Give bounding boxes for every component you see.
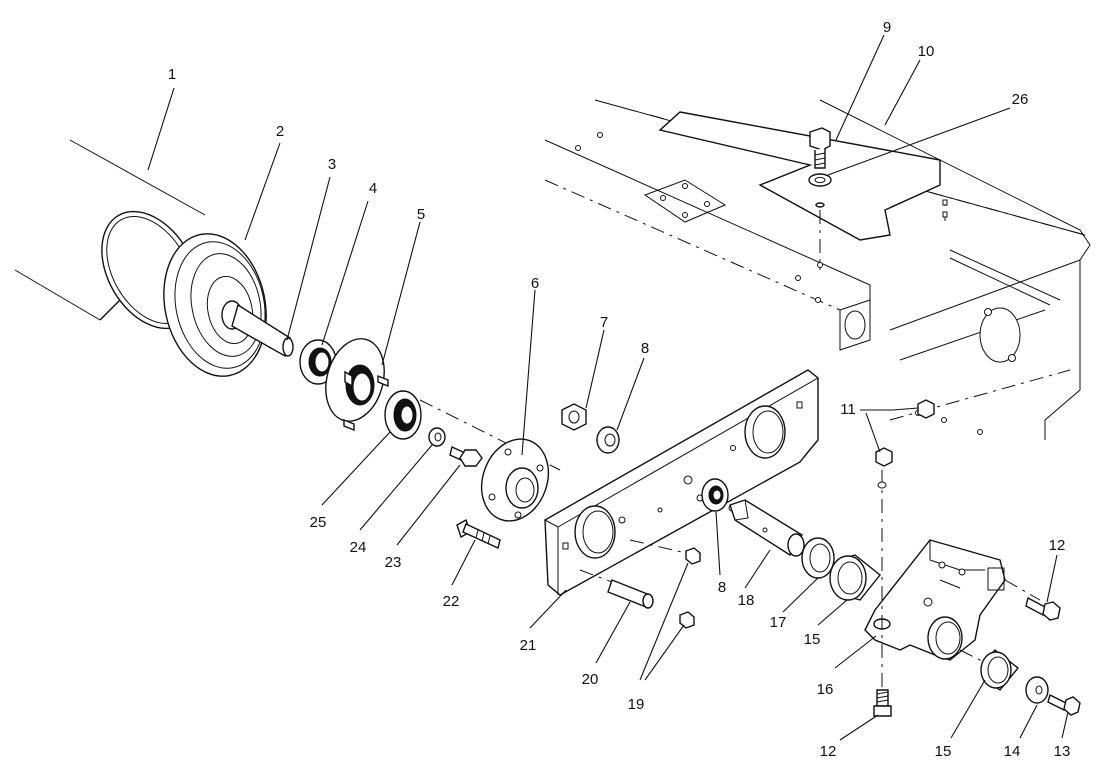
bearing-25 [384, 390, 422, 440]
callout-13: 13 [1054, 743, 1071, 760]
callout-11: 11 [840, 401, 856, 418]
callout-26: 26 [1012, 91, 1029, 108]
callout-19: 19 [628, 696, 645, 713]
nut-19b [679, 611, 695, 629]
bolt-12b [873, 689, 892, 717]
nut-19a [685, 547, 701, 565]
callout-15b: 15 [935, 743, 952, 760]
callout-8a: 8 [641, 340, 649, 357]
callout-23: 23 [385, 554, 402, 571]
washer-24 [428, 427, 446, 447]
nut-11a [917, 399, 935, 419]
plate-10 [658, 111, 941, 241]
callout-6: 6 [531, 275, 539, 292]
axis-12a [1004, 579, 1041, 601]
axis-roller [419, 399, 561, 471]
callout-1: 1 [168, 66, 176, 83]
bolt-23 [449, 446, 483, 467]
spacer-20 [607, 579, 654, 609]
callout-21: 21 [520, 637, 537, 654]
washer-17 [801, 537, 835, 579]
callout-4: 4 [369, 180, 377, 197]
callout-15a: 15 [804, 631, 821, 648]
nut-11b [875, 447, 893, 467]
bolt-13 [1047, 693, 1081, 716]
callout-18: 18 [738, 592, 755, 609]
lock-washer-26 [808, 173, 832, 208]
bolt-22 [456, 518, 501, 549]
callout-numbers: 1 2 3 4 5 6 7 8 8 9 10 11 12 12 13 14 15… [168, 19, 1071, 760]
bearing-flange-5 [325, 338, 389, 432]
callout-16: 16 [817, 681, 834, 698]
axis-19a [629, 539, 687, 554]
callout-17: 17 [770, 614, 787, 631]
axis-15b [959, 649, 991, 666]
callout-20: 20 [582, 671, 599, 688]
roller-shaft-3 [231, 303, 294, 358]
axis-20 [579, 569, 613, 583]
callout-12b: 12 [820, 743, 837, 760]
bolt-12a [1025, 596, 1061, 621]
seal-4 [299, 339, 337, 385]
hole-11 [877, 481, 887, 489]
bolt-9 [809, 127, 831, 169]
callout-3: 3 [328, 156, 336, 173]
callout-24: 24 [350, 539, 367, 556]
flange-6 [480, 438, 550, 522]
washer-8a [596, 426, 620, 454]
side-plate-21 [544, 369, 819, 596]
callout-25: 25 [310, 514, 327, 531]
bushing-15a [829, 554, 881, 601]
callout-14: 14 [1004, 743, 1021, 760]
callout-22: 22 [443, 593, 460, 610]
callout-5: 5 [417, 206, 425, 223]
roller-hub-2 [163, 233, 267, 377]
callout-10: 10 [918, 43, 935, 60]
nut-7 [561, 403, 587, 431]
shaft-18 [729, 499, 805, 557]
callout-2: 2 [276, 123, 284, 140]
callout-8b: 8 [718, 579, 726, 596]
callout-9: 9 [883, 19, 891, 36]
callout-7: 7 [600, 314, 608, 331]
bushing-15b [980, 649, 1019, 691]
callout-12a: 12 [1049, 537, 1066, 554]
washer-14 [1025, 676, 1049, 704]
leader-lines [147, 34, 1069, 741]
washer-8b [701, 478, 729, 512]
bracket-16 [864, 539, 1006, 661]
